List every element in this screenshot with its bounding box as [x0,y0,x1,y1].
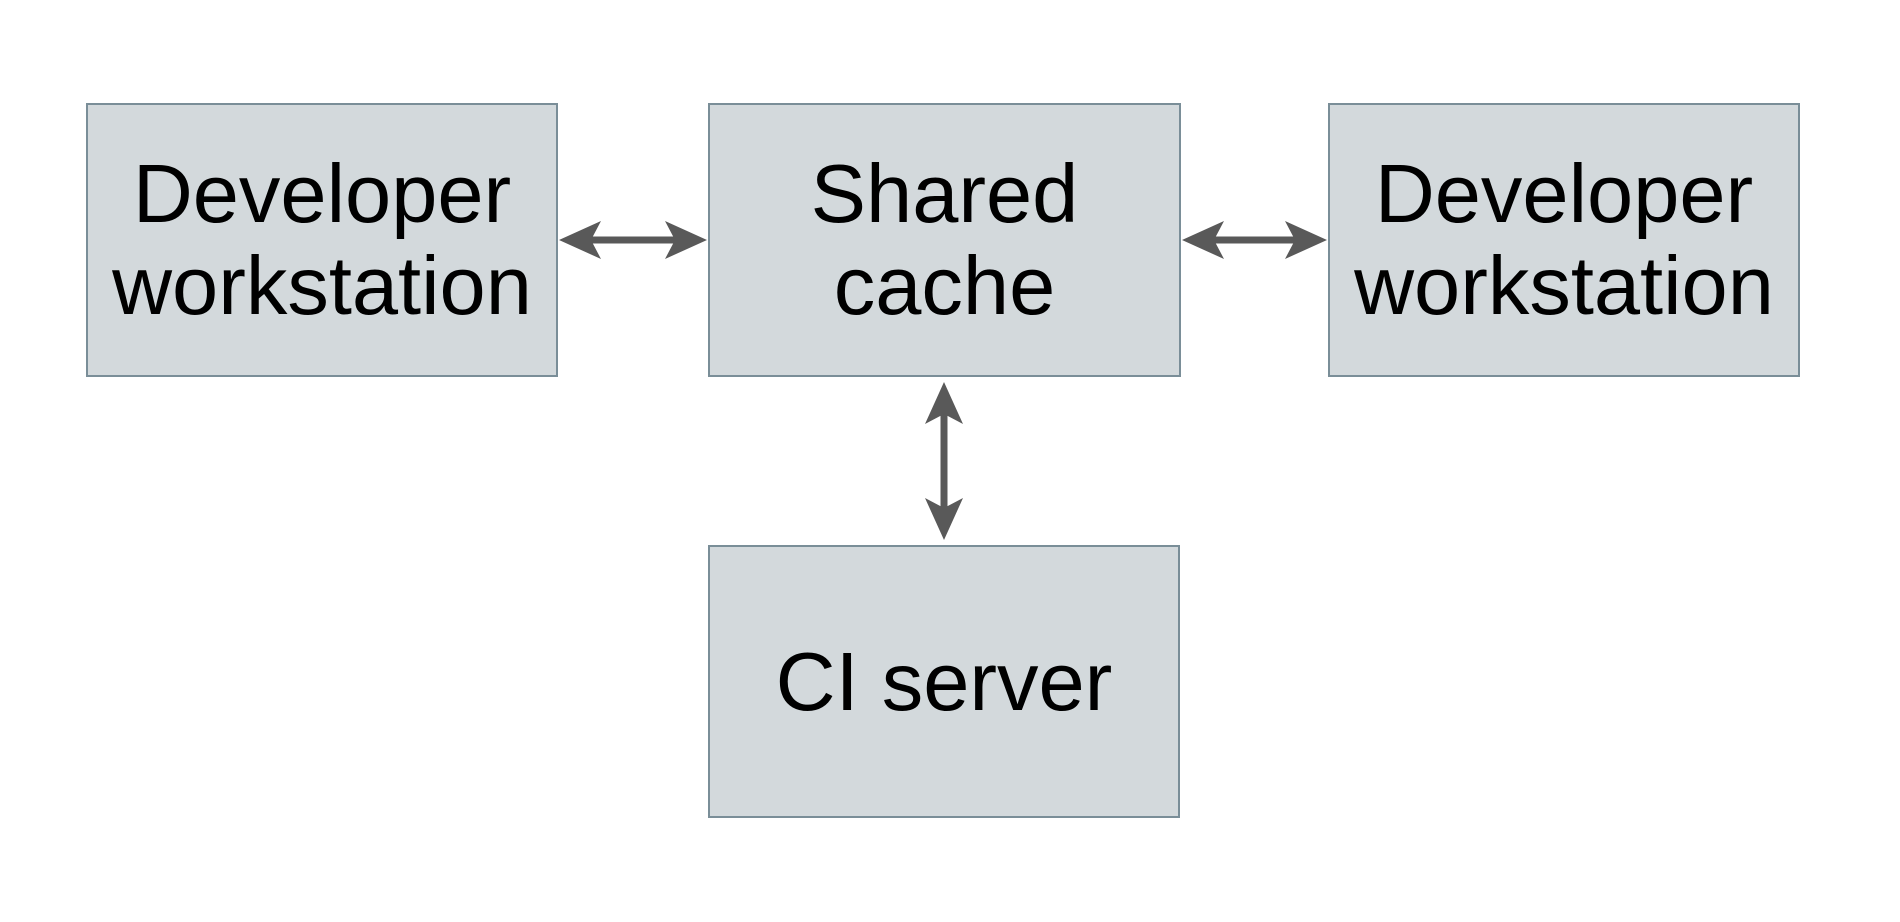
arrowhead-right-icon [1285,221,1327,259]
edge-shared-cache-right-workstation [1182,221,1327,259]
node-label-line: CI server [775,634,1113,728]
node-label-line: Shared [810,147,1079,240]
node-label-line: workstation [1354,239,1774,332]
node-label-line: cache [833,239,1056,332]
arrowhead-left-icon [559,221,601,259]
arrowhead-down-icon [925,498,963,540]
arrowhead-left-icon [1182,221,1224,259]
node-label-line: Developer [132,147,512,240]
node-developer-workstation-left: Developer workstation [86,103,558,377]
arrowhead-right-icon [665,221,707,259]
arrowhead-up-icon [925,382,963,424]
node-label-line: Developer [1374,147,1754,240]
node-label-line: workstation [112,239,532,332]
node-developer-workstation-right: Developer workstation [1328,103,1800,377]
node-ci-server: CI server [708,545,1180,818]
edge-shared-cache-ci-server [925,382,963,540]
node-shared-cache: Shared cache [708,103,1181,377]
edge-left-workstation-shared-cache [559,221,707,259]
